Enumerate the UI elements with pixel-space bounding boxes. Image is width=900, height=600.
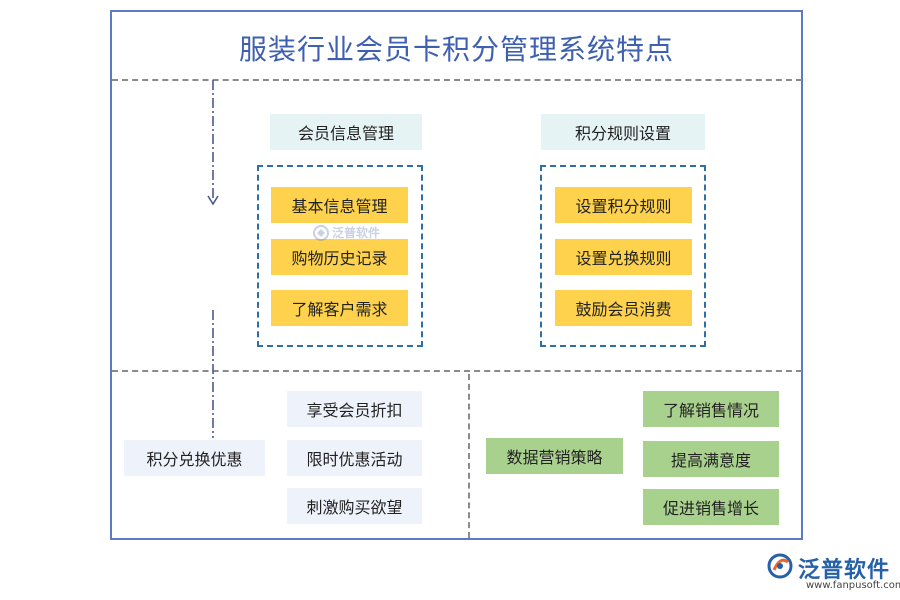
marketing-item-3: 促进销售增长 [643, 489, 779, 525]
redemption-item-3: 刺激购买欲望 [287, 488, 422, 524]
member-info-item-2: 购物历史记录 [271, 239, 408, 275]
title-separator [112, 79, 802, 81]
marketing-item-1: 了解销售情况 [643, 391, 779, 427]
member-info-item-3: 了解客户需求 [271, 290, 408, 326]
logo-name: 泛普软件 [798, 558, 891, 583]
watermark: 泛普软件 [312, 222, 392, 252]
points-rules-item-2: 设置兑换规则 [555, 239, 692, 275]
flow-line-top [207, 80, 219, 206]
diagram-frame [110, 10, 803, 540]
marketing-label: 数据营销策略 [486, 438, 623, 474]
points-rules-item-1: 设置积分规则 [555, 187, 692, 223]
brand-logo: 泛普软件 www.fanpusoft.com [766, 550, 900, 596]
watermark-text: 泛普软件 [332, 226, 381, 240]
redemption-item-2: 限时优惠活动 [287, 440, 422, 476]
points-rules-header: 积分规则设置 [541, 114, 705, 150]
points-rules-item-3: 鼓励会员消费 [555, 290, 692, 326]
diagram-title: 服装行业会员卡积分管理系统特点 [238, 33, 674, 66]
bottom-divider [468, 374, 470, 538]
marketing-item-2: 提高满意度 [643, 441, 779, 477]
redemption-item-1: 享受会员折扣 [287, 391, 422, 427]
section-separator [112, 370, 802, 372]
member-info-header: 会员信息管理 [270, 114, 422, 150]
member-info-group [257, 165, 423, 347]
fanpu-watermark-icon [313, 225, 329, 241]
points-rules-group [540, 165, 706, 347]
fanpu-logo-icon [767, 553, 793, 579]
logo-url: www.fanpusoft.com [806, 580, 900, 591]
flow-line-bottom [212, 310, 214, 438]
arrow-down-icon [207, 195, 219, 206]
member-info-item-1: 基本信息管理 [271, 187, 408, 223]
redemption-label: 积分兑换优惠 [124, 440, 265, 476]
